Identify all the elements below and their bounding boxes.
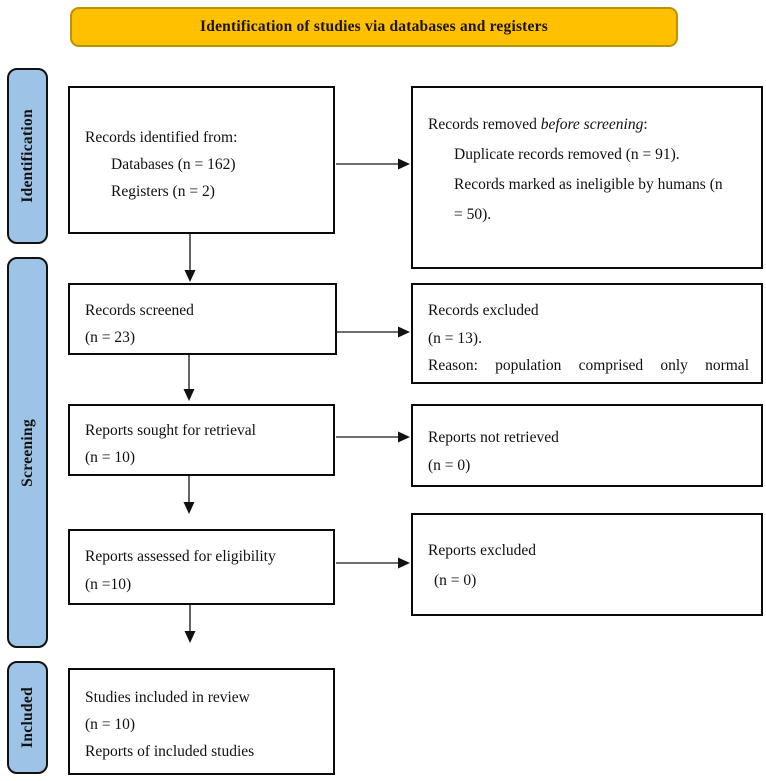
box-reports-not-retrieved: Reports not retrieved (n = 0) [411, 404, 763, 487]
box-records-excluded: Records excluded (n = 13). Reason: popul… [411, 283, 763, 384]
reports-not-retrieved-line1: Reports not retrieved [428, 429, 559, 446]
arrow-head-down-4 [184, 631, 196, 643]
box-records-screened: Records screened (n = 23) [68, 283, 337, 355]
records-removed-line2: Duplicate records removed (n = 91). [454, 146, 680, 163]
box-reports-excluded: Reports excluded (n = 0) [411, 513, 763, 616]
diagram-title: Identification of studies via databases … [200, 18, 548, 35]
stage-label-included-text: Included [18, 687, 36, 748]
reports-assessed-line2: (n =10) [85, 576, 132, 593]
records-excluded-line3: Reason: population comprised only normal [428, 357, 749, 374]
records-identified-line1: Records identified from: [85, 129, 238, 146]
arrow-head-right-1 [398, 158, 410, 170]
arrow-head-right-4 [398, 557, 410, 569]
records-removed-line1-suffix: : [643, 116, 648, 133]
records-excluded-line1: Records excluded [428, 302, 539, 319]
studies-included-line1: Studies included in review [85, 689, 250, 706]
records-screened-line1: Records screened [85, 302, 194, 319]
records-removed-line3: Records marked as ineligible by humans (… [454, 176, 723, 193]
stage-label-screening-text: Screening [18, 418, 36, 487]
box-reports-sought: Reports sought for retrieval (n = 10) [68, 404, 335, 476]
records-removed-line4: = 50). [454, 206, 492, 223]
records-removed-line1-italic: before screening [540, 116, 644, 133]
arrow-head-right-2 [398, 326, 410, 338]
box-studies-included: Studies included in review (n = 10) Repo… [68, 668, 335, 775]
arrow-head-down-1 [184, 270, 196, 282]
records-identified-line3: Registers (n = 2) [111, 183, 215, 200]
reports-excluded-line2: (n = 0) [434, 572, 477, 589]
box-records-removed: Records removed before screening: Duplic… [411, 86, 763, 269]
studies-included-line3: Reports of included studies [85, 743, 255, 760]
reports-sought-line2: (n = 10) [85, 449, 136, 466]
records-screened-line2: (n = 23) [85, 329, 136, 346]
stage-label-identification-text: Identification [18, 109, 36, 203]
box-records-identified: Records identified from: Databases (n = … [68, 86, 335, 234]
records-excluded-line2: (n = 13). [428, 329, 482, 347]
reports-assessed-line1: Reports assessed for eligibility [85, 548, 276, 565]
stage-label-identification: Identification [7, 68, 48, 244]
studies-included-line2: (n = 10) [85, 716, 136, 733]
arrow-head-right-3 [398, 431, 410, 443]
records-identified-line2: Databases (n = 162) [111, 156, 236, 173]
records-removed-line1-prefix: Records removed [428, 116, 541, 133]
reports-not-retrieved-line2: (n = 0) [428, 457, 471, 474]
reports-sought-line1: Reports sought for retrieval [85, 422, 256, 439]
arrow-head-down-2 [183, 389, 195, 401]
stage-label-screening: Screening [7, 257, 48, 648]
box-reports-assessed: Reports assessed for eligibility (n =10) [68, 529, 335, 605]
records-removed-line1: Records removed before screening: [428, 110, 753, 140]
reports-excluded-line1: Reports excluded [428, 542, 537, 559]
title-banner: Identification of studies via databases … [70, 7, 678, 47]
stage-label-included: Included [7, 661, 48, 774]
arrow-head-down-3 [183, 502, 195, 514]
